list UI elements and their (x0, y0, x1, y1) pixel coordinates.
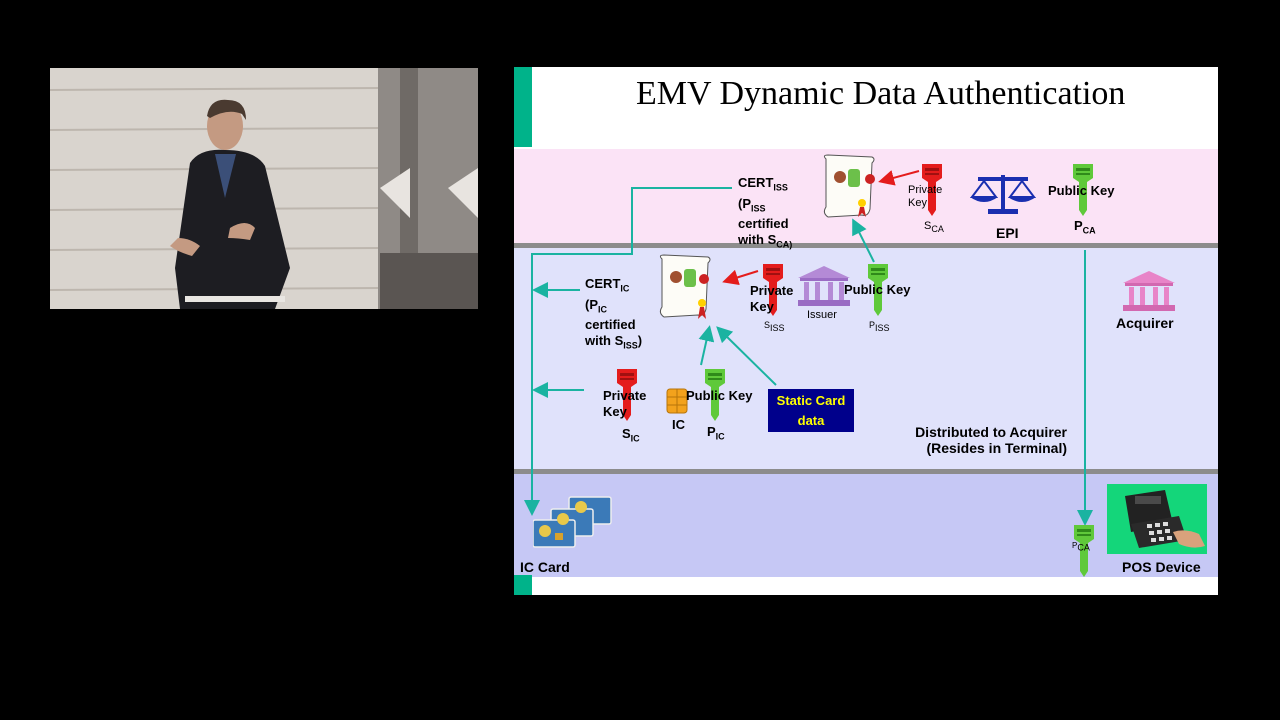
p-ic-label: PIC (707, 424, 725, 442)
acquirer-label: Acquirer (1116, 315, 1174, 331)
ic-private-key-label: Private Key (603, 388, 647, 419)
issuer-bank-icon (798, 266, 850, 306)
ic-cards-icon (533, 496, 612, 548)
epi-scales-icon (970, 175, 1036, 214)
cert-ic-label: CERTIC (PIC certified with SISS) (585, 276, 643, 351)
epi-label: EPI (996, 225, 1019, 241)
cert-iss-label: CERTISS (PISS certified with SCA) (738, 175, 793, 250)
issuer-public-key-label: Public Key (844, 282, 911, 297)
issuer-private-key-label: Private Key (750, 283, 794, 314)
terminal-p-ca-label: PCA (1072, 541, 1090, 553)
slide: EMV Dynamic Data Authentication (514, 67, 1218, 595)
distributed-label: Distributed to Acquirer (Resides in Term… (915, 424, 1067, 456)
ic-public-key-icon (705, 369, 725, 421)
ic-certificate-scroll-icon (659, 254, 711, 319)
issuer-private-key-icon (763, 264, 783, 316)
acquirer-bank-icon (1123, 271, 1175, 311)
p-ca-label: PCA (1074, 218, 1096, 236)
terminal-public-key-icon (1074, 525, 1094, 577)
ic-public-key-label: Public Key (686, 388, 753, 403)
ca-certificate-scroll-icon (823, 154, 875, 218)
ic-card-label: IC Card (520, 559, 570, 575)
pos-device-icon (1107, 484, 1207, 554)
issuer-label: Issuer (807, 309, 837, 321)
s-ca-label: SCA (924, 220, 944, 235)
ca-private-key-icon (922, 164, 942, 216)
ic-chip-icon (666, 388, 688, 414)
s-ic-label: SIC (622, 426, 640, 444)
speaker-video (50, 68, 478, 309)
static-card-data-box: Static Card data (768, 389, 854, 432)
s-iss-label: SISS (764, 320, 785, 333)
ca-public-key-icon (1073, 164, 1093, 216)
p-iss-label: PISS (869, 320, 890, 333)
pos-device-label: POS Device (1122, 559, 1201, 575)
ic-label: IC (672, 417, 685, 432)
speaker-video-frame (50, 68, 478, 309)
slide-title: EMV Dynamic Data Authentication (636, 75, 1126, 112)
ca-public-key-label: Public Key (1048, 183, 1115, 198)
issuer-public-key-icon (868, 264, 888, 316)
connector-lines (524, 170, 1093, 526)
ca-private-key-label: Private Key (908, 184, 943, 209)
ic-private-key-icon (617, 369, 637, 421)
